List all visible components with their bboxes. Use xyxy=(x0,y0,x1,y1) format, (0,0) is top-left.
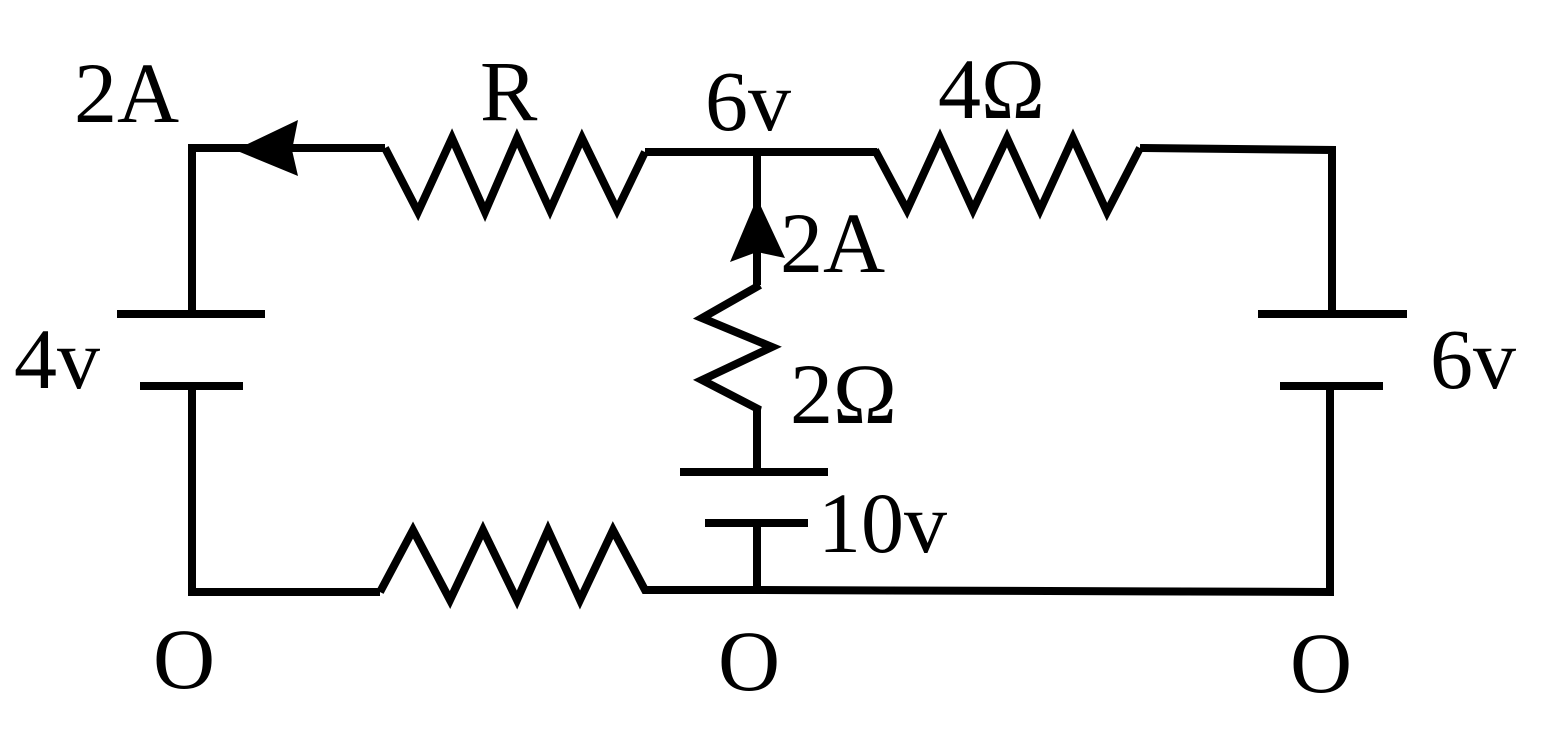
right-wire-top xyxy=(1139,144,1336,310)
label-resistor-4ohm: 4Ω xyxy=(938,41,1045,137)
label-current-left: 2A xyxy=(74,45,179,141)
resistor-2ohm xyxy=(692,281,782,470)
resistor-r xyxy=(381,128,649,222)
resistor-4ohm xyxy=(871,128,1144,222)
label-battery-left: 4v xyxy=(14,311,100,407)
label-resistor-r: R xyxy=(480,43,538,139)
label-ground-left: O xyxy=(153,611,215,707)
label-battery-right: 6v xyxy=(1430,311,1516,407)
label-ground-middle: O xyxy=(718,613,780,709)
current-arrow-middle xyxy=(730,198,785,262)
left-wire-bottom xyxy=(188,390,380,596)
label-current-middle: 2A xyxy=(780,195,885,291)
label-battery-middle: 10v xyxy=(818,475,947,571)
right-wire-bottom xyxy=(756,390,1334,597)
bottom-wire-left xyxy=(376,520,757,610)
label-node-voltage: 6v xyxy=(705,53,791,149)
label-ground-right: O xyxy=(1290,615,1352,711)
current-arrow-left xyxy=(235,120,298,176)
left-wire-top xyxy=(188,144,385,312)
label-resistor-2ohm: 2Ω xyxy=(790,346,897,442)
